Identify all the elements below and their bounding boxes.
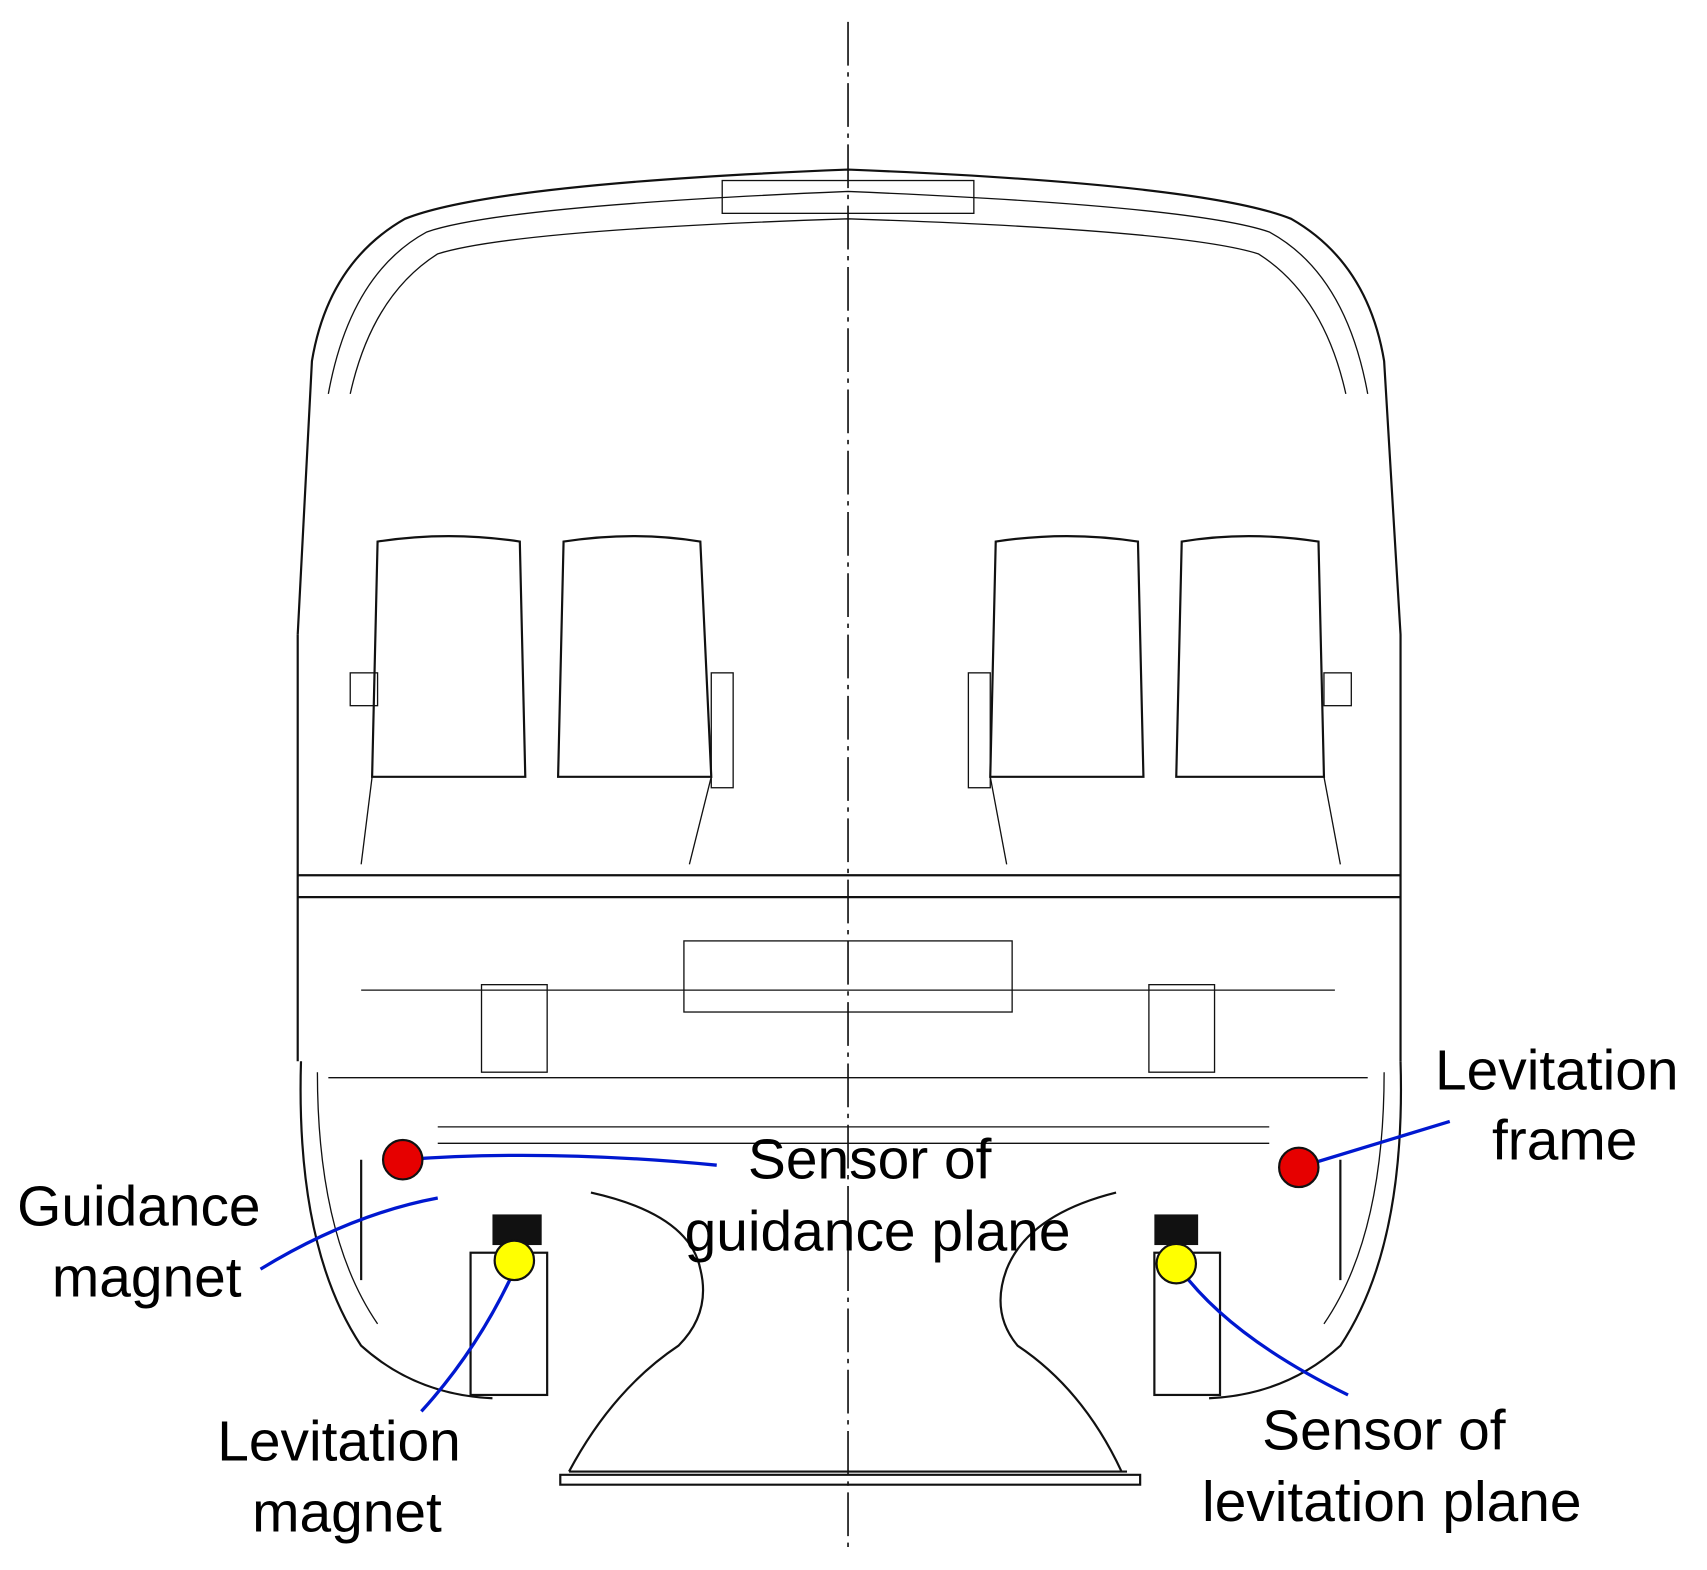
seats: [349, 535, 1352, 865]
levitation-sensor-right: [1155, 1242, 1198, 1285]
label-guidance-magnet: Guidance magnet: [17, 1174, 276, 1309]
label-levitation-magnet: Levitation magnet: [217, 1410, 476, 1545]
car-body: [296, 168, 1403, 1400]
leader-guidance-magnet: [259, 1196, 439, 1271]
guideway: [559, 1191, 1142, 1486]
leader-sensor-guidance: [402, 1153, 717, 1167]
label-sensor-guidance: Sensor of guidance plane: [685, 1127, 1071, 1263]
leader-levitation-frame: [1298, 1119, 1451, 1169]
label-sensor-levitation: Sensor of levitation plane: [1202, 1399, 1581, 1534]
label-levitation-frame: Levitation frame: [1435, 1039, 1694, 1173]
magnets: [360, 1159, 1342, 1397]
levitation-sensor-left: [493, 1239, 536, 1282]
leader-sensor-levitation: [1174, 1262, 1349, 1397]
guidance-sensor-left: [381, 1138, 424, 1181]
guidance-sensor-right: [1278, 1146, 1320, 1189]
